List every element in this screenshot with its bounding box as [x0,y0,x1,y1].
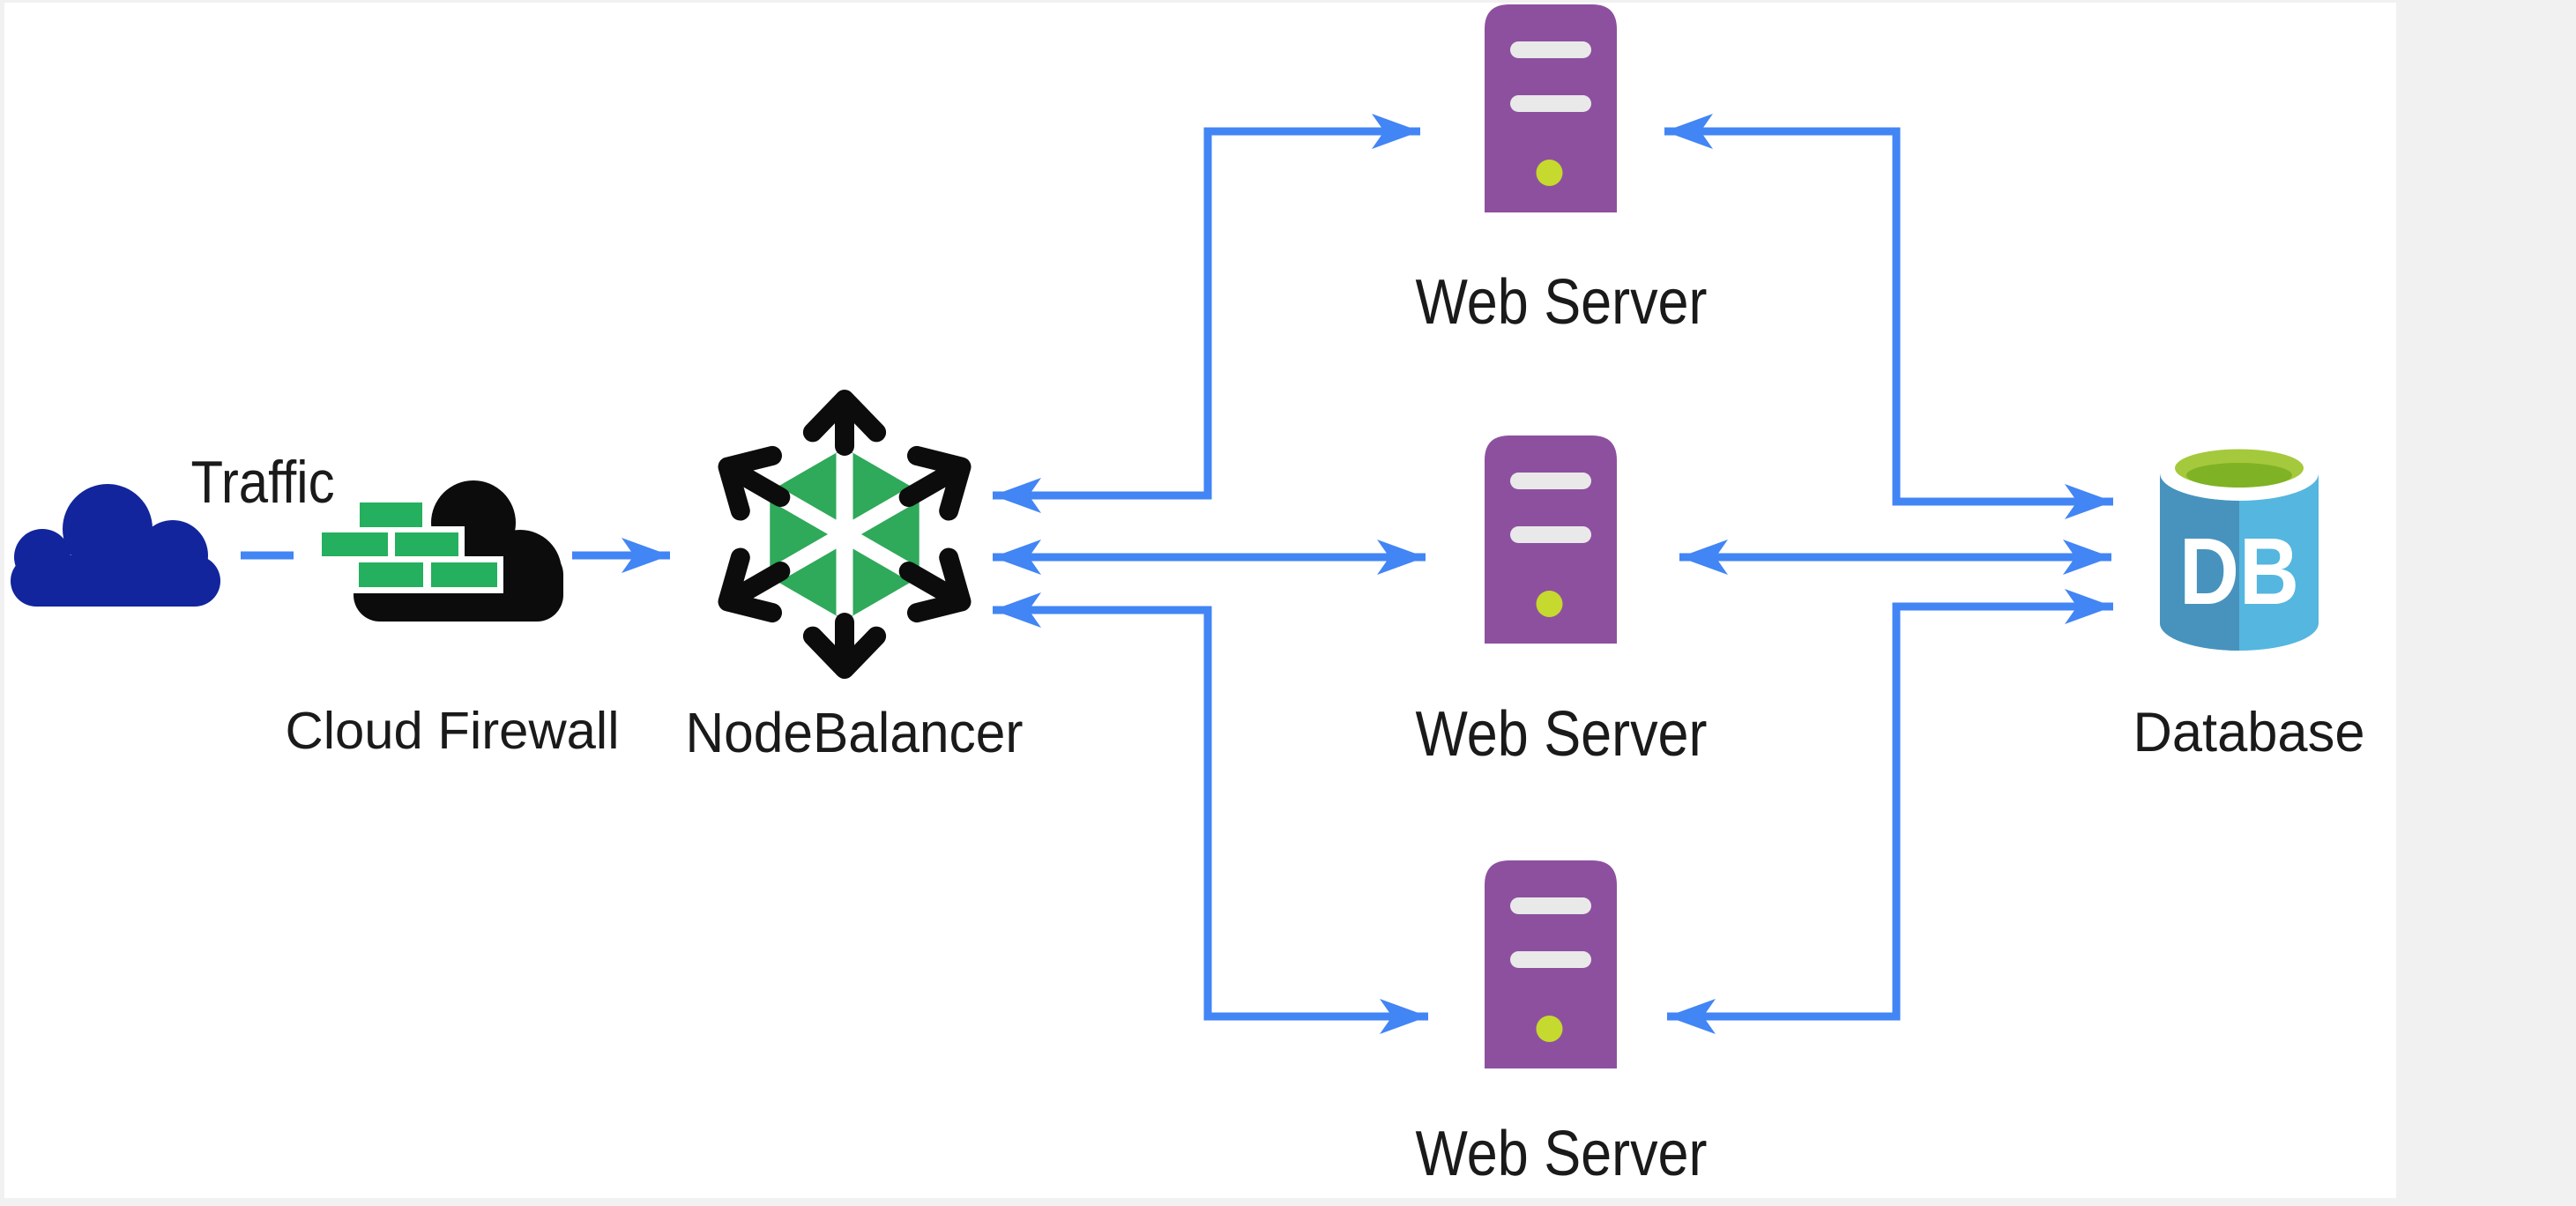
connection-nodebalancer-webserver3 [993,592,1428,1034]
traffic-label: Traffic [191,449,335,516]
nodebalancer-label: NodeBalancer [686,701,1024,764]
server-icon [1485,436,1617,644]
node-web-server-1: Web Server [1416,4,1708,338]
node-traffic: Traffic [11,449,335,607]
web-server-1-label: Web Server [1416,267,1708,338]
database-label: Database [2133,702,2365,763]
server-icon [1485,860,1617,1068]
connection-nodebalancer-webserver1 [993,114,1420,513]
connections [241,114,2113,1034]
server-icon [1485,4,1617,212]
node-web-server-2: Web Server [1416,436,1708,770]
web-server-2-label: Web Server [1416,699,1708,770]
traffic-cloud-icon [11,484,220,607]
node-web-server-3: Web Server [1416,860,1708,1189]
connection-webserver3-database [1667,589,2113,1034]
node-cloud-firewall: Cloud Firewall [286,480,620,760]
cloud-firewall-label: Cloud Firewall [286,702,620,760]
firewall-cloud-icon [316,480,563,622]
node-nodebalancer: NodeBalancer [686,390,1024,764]
nodebalancer-icon [718,390,972,679]
connection-webserver1-database [1664,114,2113,519]
web-server-3-label: Web Server [1416,1119,1708,1189]
node-database: DB Database [2133,443,2365,763]
database-cylinder-icon: DB [2160,443,2319,651]
db-badge-text: DB [2179,517,2299,624]
